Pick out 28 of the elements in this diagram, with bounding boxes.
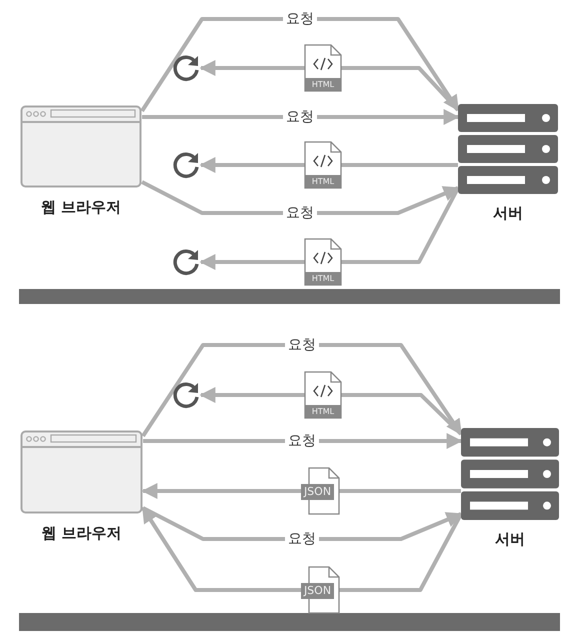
file-type-label: HTML: [310, 176, 336, 188]
arrow: [141, 343, 463, 438]
server-label: 서버: [493, 204, 523, 223]
edge-label: 요청: [285, 530, 319, 548]
file-type-label: HTML: [310, 273, 336, 285]
arrow: [199, 60, 305, 76]
edge-label: 요청: [283, 10, 317, 28]
arrow: [199, 157, 305, 173]
edge-label: 요청: [283, 108, 317, 126]
edge-label: 요청: [285, 336, 319, 354]
file-type-label: HTML: [310, 79, 336, 91]
edge-label: 요청: [283, 204, 317, 222]
arrow: [141, 180, 460, 215]
file-type-label: JSON: [302, 583, 332, 599]
arrow: [140, 17, 460, 112]
server-label: 서버: [495, 530, 525, 549]
file-type-label: HTML: [310, 406, 336, 418]
arrow: [141, 483, 301, 499]
browser-label: 웹 브라우저: [40, 198, 122, 217]
file-type-label: JSON: [302, 484, 332, 500]
arrow: [142, 506, 462, 541]
browser-label: 웹 브라우저: [41, 524, 122, 543]
arrow: [142, 109, 460, 125]
arrow: [199, 254, 305, 270]
arrow: [199, 387, 305, 403]
edge-label: 요청: [285, 432, 319, 450]
arrow: [143, 433, 463, 449]
arrow: [141, 506, 301, 592]
